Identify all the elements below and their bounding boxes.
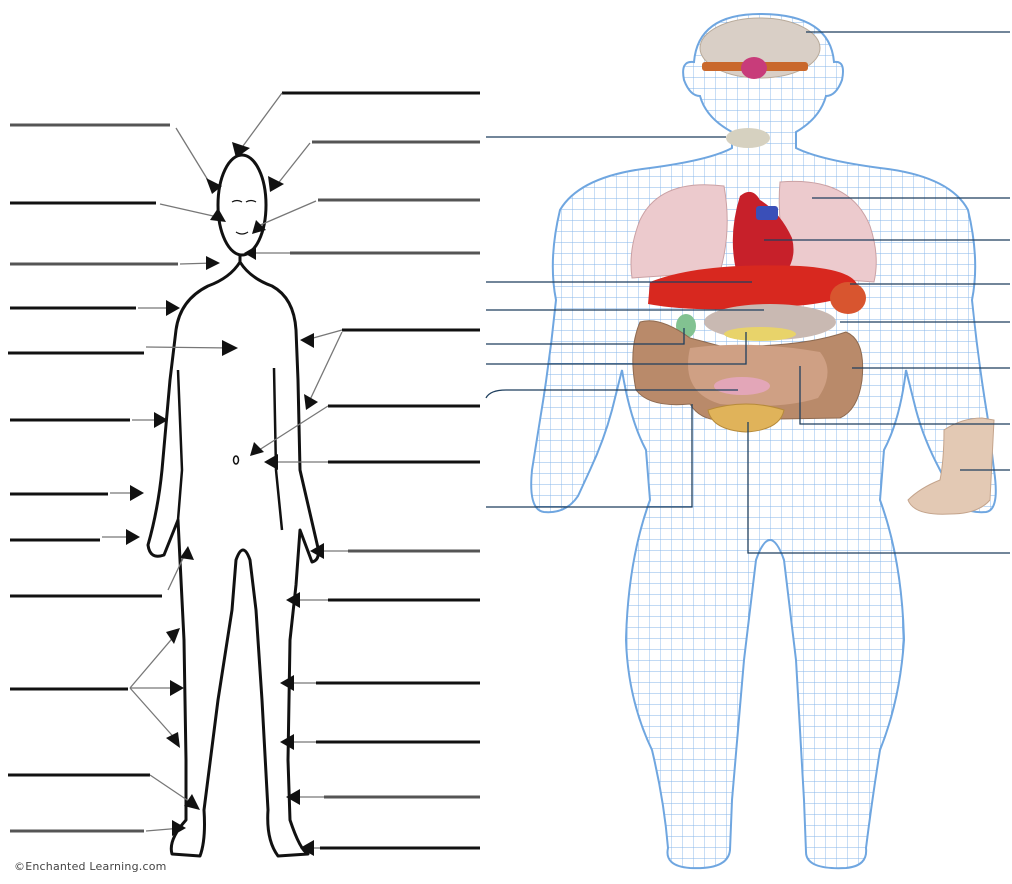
arrow-icon <box>126 529 140 545</box>
outline-face-features <box>232 201 256 235</box>
outline-body-figure <box>148 155 318 856</box>
outline-head <box>218 155 266 255</box>
thyroid-organ <box>726 128 770 148</box>
eye-right-icon <box>246 201 256 203</box>
arrow-icon <box>130 485 144 501</box>
small-intestine-organ <box>688 345 828 406</box>
mesh-body-figure <box>531 14 996 868</box>
copyright-credit: ©Enchanted Learning.com <box>14 860 167 873</box>
arrow-icon <box>166 732 180 748</box>
arrow-icon <box>280 675 294 691</box>
arrow-icon <box>210 208 226 222</box>
arrow-icon <box>264 454 278 470</box>
arrow-icon <box>222 340 238 356</box>
left-label-lines <box>8 93 480 848</box>
mouth-icon <box>236 232 248 234</box>
arrow-icon <box>244 246 256 260</box>
arrow-icon <box>170 680 184 696</box>
brainstem-organ <box>741 57 767 79</box>
left-leader-lines <box>102 93 348 848</box>
outline-arm-line-right <box>274 368 282 530</box>
eye-left-icon <box>232 201 242 203</box>
arrow-icon <box>166 300 180 316</box>
arrow-icon <box>180 546 194 560</box>
arrow-icon <box>166 628 180 644</box>
aorta-vessel <box>756 206 778 220</box>
navel-icon <box>234 456 239 464</box>
outline-body-contour <box>148 255 318 856</box>
pancreas-organ <box>724 327 796 341</box>
left-arrowheads <box>126 142 324 856</box>
outline-arm-line-left <box>178 370 182 520</box>
arrow-icon <box>206 256 220 270</box>
spleen-organ <box>830 282 866 314</box>
arrow-icon <box>300 333 314 348</box>
appendix-organ <box>714 377 770 395</box>
hand-shape <box>908 418 994 514</box>
